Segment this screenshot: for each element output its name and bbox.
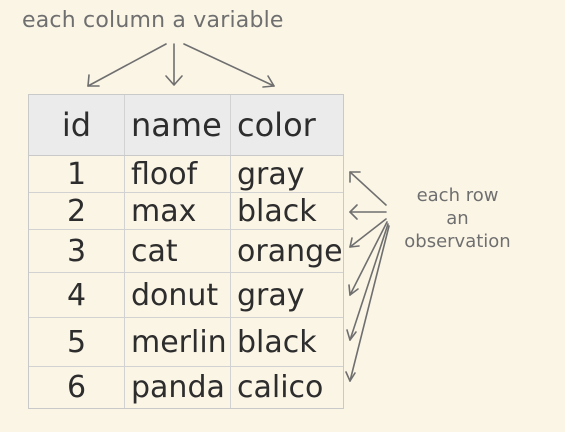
cell-id: 2 (29, 193, 125, 229)
arrowhead-row-1 (349, 171, 361, 183)
arrowhead-color-column (262, 75, 275, 88)
cell-name: floof (125, 156, 231, 192)
arrow-to-row-6 (349, 225, 390, 382)
cell-id: 4 (29, 273, 125, 317)
rows-annotation-line-2: an (446, 208, 469, 229)
table-row: 4 donut gray (29, 273, 343, 318)
arrowhead-name-column (165, 75, 183, 86)
cell-color: gray (237, 277, 305, 313)
cell-color: black (237, 193, 317, 229)
pets-table: id name color 1 floof gray 2 max black 3… (28, 94, 344, 409)
table-row: 2 max black (29, 193, 343, 230)
arrow-to-row-3 (349, 218, 387, 248)
arrow-to-row-4 (349, 221, 388, 296)
cell-id: 1 (29, 156, 125, 192)
cell-id: 3 (29, 230, 125, 272)
cell-color: black (237, 324, 317, 360)
table-header-row: id name color (29, 95, 343, 156)
rows-annotation-line-3: observation (404, 231, 511, 252)
cell-name: cat (125, 230, 231, 272)
table-row: 5 merlin black (29, 318, 343, 367)
arrowhead-row-2 (349, 204, 358, 220)
arrowhead-row-4 (348, 284, 359, 296)
arrowhead-row-3 (349, 237, 360, 248)
table-row: 6 panda calico (29, 367, 343, 408)
cell-id: 5 (29, 318, 125, 366)
arrowhead-row-5 (346, 329, 357, 341)
arrowhead-row-6 (345, 371, 356, 382)
cell-name: max (125, 193, 231, 229)
column-header-name: name (125, 95, 231, 155)
column-header-id: id (29, 95, 125, 155)
column-header-color: color (237, 106, 316, 144)
rows-annotation: each row an observation (385, 184, 530, 253)
cell-name: panda (125, 367, 231, 408)
cell-name: merlin (125, 318, 231, 366)
arrowhead-id-column (87, 74, 100, 87)
table-row: 1 floof gray (29, 156, 343, 193)
rows-annotation-line-1: each row (416, 185, 499, 206)
arrow-to-id-column (87, 43, 167, 87)
cell-color: calico (237, 370, 324, 405)
table-row: 3 cat orange (29, 230, 343, 273)
cell-id: 6 (29, 367, 125, 408)
arrow-to-color-column (183, 43, 275, 87)
columns-annotation: each column a variable (22, 8, 284, 33)
arrow-to-row-1 (349, 171, 387, 206)
cell-name: donut (125, 273, 231, 317)
arrow-to-row-5 (349, 223, 389, 341)
cell-color: orange (237, 233, 343, 269)
cell-color: gray (237, 156, 305, 192)
